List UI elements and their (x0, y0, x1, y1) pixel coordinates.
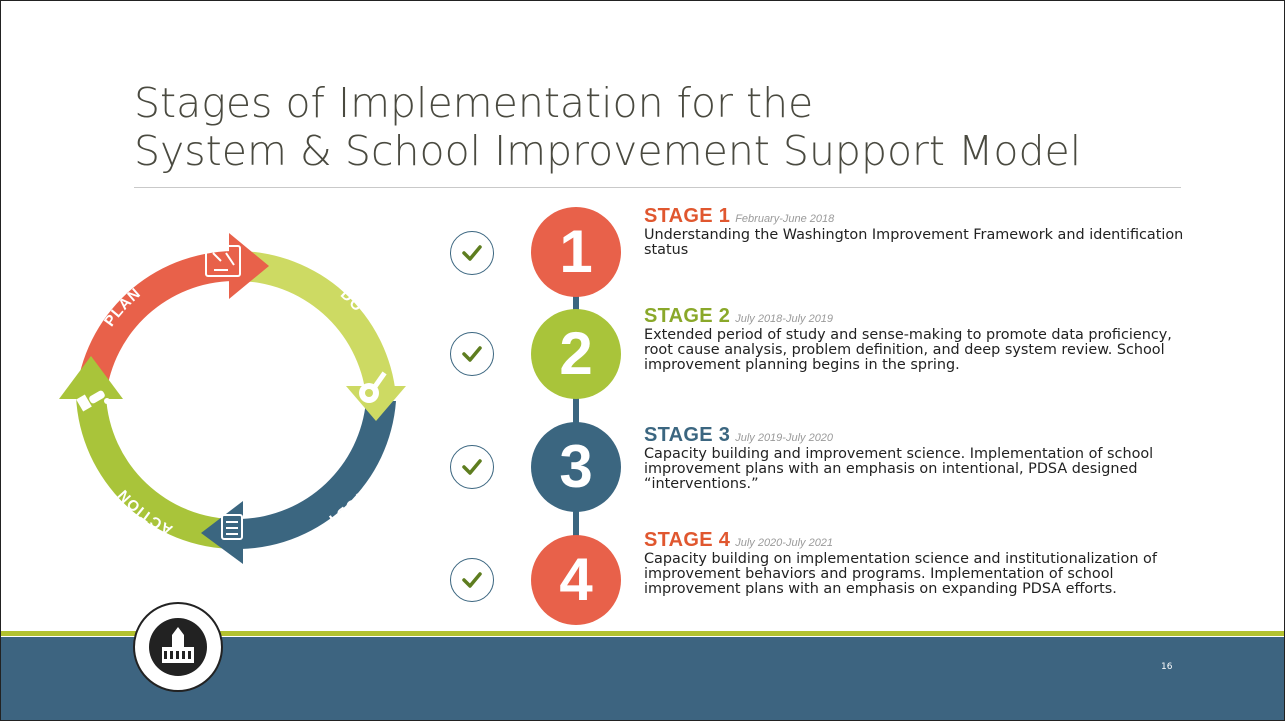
blueprint-icon (205, 245, 241, 277)
pdsa-cycle-diagram: PLAN DO STUDY ACTION (59, 233, 406, 564)
footer-accent-stripe (1, 631, 1284, 636)
stage-1-description: Understanding the Washington Improvement… (644, 227, 1184, 258)
stage-4-heading: STAGE 4 July 2020-July 2021 (644, 529, 833, 552)
arrow-head-plan (229, 233, 269, 299)
stage-3-heading: STAGE 3 July 2019-July 2020 (644, 424, 833, 447)
stage-number-2: 2 (531, 309, 621, 399)
stage-3-description: Capacity building and improvement scienc… (644, 446, 1154, 492)
stage-date: July 2018-July 2019 (735, 313, 834, 325)
title-line-1: Stages of Implementation for the (134, 79, 814, 127)
page-number: 16 (1161, 662, 1173, 672)
slide-title: Stages of Implementation for the System … (134, 79, 1184, 175)
timeline-connector (573, 251, 579, 581)
stage-label: STAGE 2 (644, 305, 731, 327)
stage-4-description: Capacity building on implementation scie… (644, 551, 1157, 597)
ospi-seal-logo (133, 602, 223, 692)
stage-number-3: 3 (531, 422, 621, 512)
title-divider (134, 187, 1181, 188)
check-circle-icon (450, 445, 494, 489)
stage-label: STAGE 1 (644, 205, 731, 227)
stage-date: February-June 2018 (735, 213, 835, 225)
stage-label: STAGE 3 (644, 424, 731, 446)
gear-wrench-icon (359, 371, 387, 403)
checklist-icon (221, 514, 243, 540)
stage-label: STAGE 4 (644, 529, 731, 551)
check-circle-icon (450, 558, 494, 602)
stage-1-heading: STAGE 1 February-June 2018 (644, 205, 834, 228)
stage-date: July 2020-July 2021 (735, 537, 834, 549)
cycle-segment-study (241, 401, 396, 549)
arrow-head-action (59, 356, 123, 399)
stage-2-heading: STAGE 2 July 2018-July 2019 (644, 305, 833, 328)
check-circle-icon (450, 332, 494, 376)
title-line-2: System & School Improvement Support Mode… (134, 127, 1082, 175)
stage-2-description: Extended period of study and sense-makin… (644, 327, 1172, 373)
check-circle-icon (450, 231, 494, 275)
handshake-icon (76, 390, 110, 412)
stage-number-4: 4 (531, 535, 621, 625)
cycle-segment-plan (76, 251, 233, 396)
stage-number-1: 1 (531, 207, 621, 297)
stage-date: July 2019-July 2020 (735, 432, 834, 444)
